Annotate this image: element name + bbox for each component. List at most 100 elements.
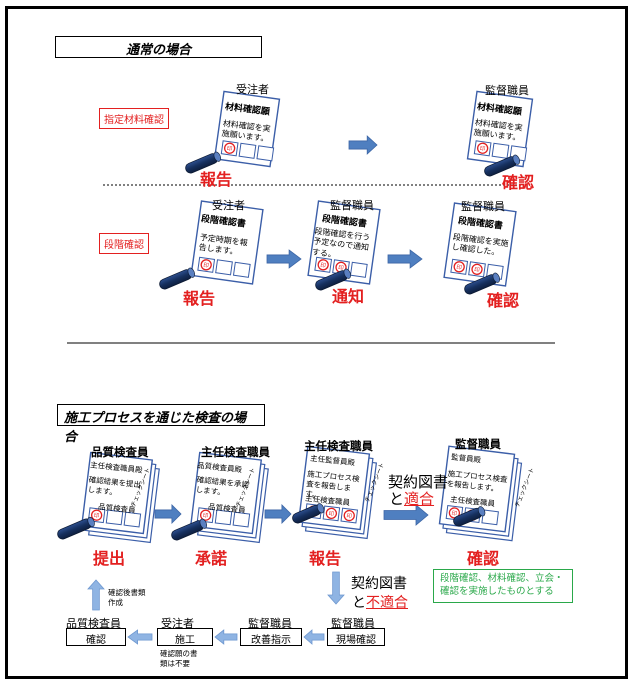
label-material-check: 指定材料確認 — [99, 108, 169, 129]
nonconform-line: と不適合 — [352, 592, 408, 612]
nonconform-text: 不適合 — [366, 595, 408, 611]
role-quality-inspector: 品質検査員 — [91, 445, 149, 459]
flow-role: 監督職員 — [331, 617, 375, 630]
confirm-label: 確認 — [487, 291, 520, 310]
role-chief-inspector: 主任検査職員 — [304, 439, 373, 453]
document-material-report: 印 — [213, 90, 281, 168]
report-label: 報告 — [309, 549, 342, 568]
down-arrow-icon — [327, 571, 345, 605]
role-contractor: 受注者 — [236, 83, 269, 96]
pen-cap — [199, 518, 207, 529]
notify-label: 通知 — [332, 287, 365, 306]
flow-step-improvement: 改善指示 — [240, 628, 302, 646]
seal-stamp-text: 印 — [202, 512, 209, 520]
right-arrow-icon — [348, 135, 378, 155]
nonconform-contract-text: 契約図書 — [351, 576, 407, 592]
stamp-box — [349, 261, 368, 278]
document-material-confirm: 印 — [466, 90, 534, 168]
pen-icon — [464, 272, 500, 295]
confirm-label: 確認 — [467, 549, 500, 568]
right-arrow-icon — [154, 504, 182, 524]
document-chief-approve: 印 — [189, 451, 269, 544]
pen-icon — [292, 503, 325, 524]
seal-stamp-text: 印 — [93, 512, 100, 520]
no-request-note: 確認願の書類は不要 — [160, 649, 198, 669]
left-arrow-icon — [127, 629, 153, 645]
seal-stamp — [90, 509, 103, 521]
seal-stamp — [223, 142, 236, 154]
stamp-box — [491, 142, 510, 159]
pen-icon — [315, 268, 351, 291]
pen-icon — [484, 154, 520, 177]
seal-stamp-text: 印 — [474, 266, 481, 274]
pen-cap — [477, 506, 486, 517]
role-supervisor: 監督職員 — [485, 84, 529, 97]
left-arrow-icon — [214, 629, 238, 645]
document-quality-submit: 印 — [80, 451, 160, 544]
document-stage-confirm: 印印 — [443, 202, 517, 287]
seal-stamp-text: 印 — [328, 510, 335, 518]
seal-stamp — [325, 507, 338, 520]
approve-label: 承諾 — [195, 549, 228, 568]
left-arrow-icon — [303, 629, 325, 645]
role-supervisor: 監督職員 — [330, 199, 374, 212]
seal-stamp — [453, 261, 465, 273]
contract-text: 契約図書 — [388, 473, 449, 491]
seal-stamp-text: 印 — [479, 145, 486, 153]
stamp-box — [232, 261, 251, 278]
role-chief-inspector: 主任検査職員 — [201, 445, 270, 459]
role-supervisor: 監督職員 — [461, 200, 505, 213]
note-box: 段階確認、材料確認、立会・確認を実施したものとする — [433, 569, 573, 603]
conform-text: 適合 — [404, 490, 435, 508]
right-arrow-icon — [264, 504, 292, 524]
document-stage-report: 印 — [190, 200, 264, 285]
stamp-box — [105, 509, 124, 526]
pen-cap — [492, 272, 500, 283]
stamp-box — [123, 511, 142, 528]
seal-stamp — [343, 509, 355, 522]
stamp-box — [256, 145, 275, 162]
stamp-box — [214, 509, 233, 526]
role-supervisor: 監督職員 — [455, 437, 501, 451]
flow-step-confirm: 確認 — [66, 628, 126, 646]
pen-cap — [343, 268, 351, 279]
pen-cap — [512, 154, 520, 165]
conform-prefix: と — [389, 490, 405, 508]
pen-icon — [171, 518, 207, 541]
pen-cap — [187, 267, 195, 278]
seal-stamp — [200, 259, 212, 271]
section-title-normal: 通常の場合 — [55, 36, 262, 58]
seal-stamp — [476, 142, 489, 154]
seal-stamp — [471, 263, 483, 275]
seal-stamp-text: 印 — [451, 510, 458, 518]
pen-icon — [185, 151, 221, 174]
pen-icon — [57, 516, 95, 540]
seal-stamp-text: 印 — [226, 145, 233, 153]
seal-stamp — [317, 259, 329, 271]
flow-step-construct: 施工 — [157, 628, 213, 646]
report-label: 報告 — [183, 289, 216, 308]
confirm-label: 確認 — [502, 173, 535, 192]
role-contractor: 受注者 — [212, 199, 245, 212]
right-arrow-icon — [266, 249, 302, 269]
pen-cap — [316, 503, 325, 514]
pen-icon — [453, 506, 486, 527]
label-stage-check: 段階確認 — [99, 233, 149, 254]
flow-role: 品質検査員 — [66, 617, 121, 630]
seal-stamp-text: 印 — [456, 264, 463, 272]
after-confirm-note: 確認後書類作成 — [108, 588, 146, 608]
seal-stamp-text: 印 — [320, 262, 327, 270]
pen-icon — [159, 267, 195, 290]
flow-role: 受注者 — [161, 617, 194, 630]
pen-cap — [87, 516, 95, 527]
right-arrow-icon — [383, 504, 429, 526]
seal-stamp-text: 印 — [203, 262, 210, 270]
seal-stamp-text: 印 — [346, 512, 353, 520]
right-arrow-icon — [387, 249, 423, 269]
up-arrow-icon — [87, 579, 105, 611]
stamp-box — [215, 259, 233, 276]
stamp-box — [238, 142, 257, 159]
section-title-process: 施工プロセスを通じた検査の場合 — [57, 404, 265, 445]
pen-cap — [213, 151, 221, 162]
